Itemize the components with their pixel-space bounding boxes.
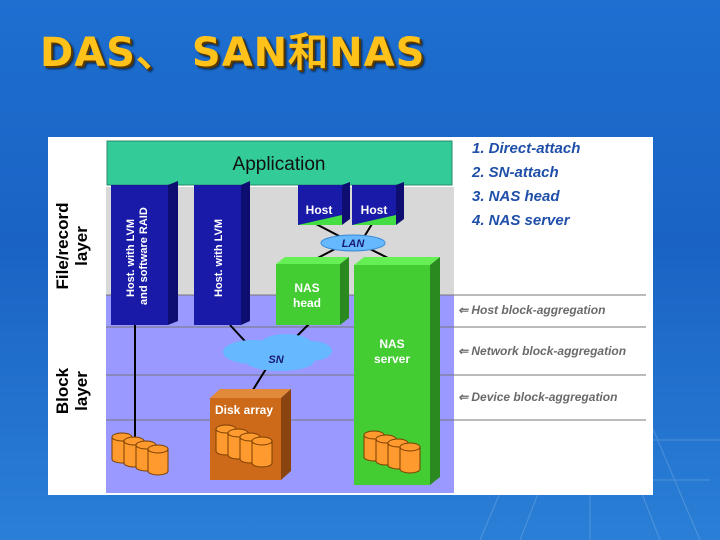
host-a: Host [298,182,350,225]
host-lvm-raid-line2: and software RAID [138,207,150,305]
slide-title: DAS、 SAN和NAS [40,30,426,76]
link-hostB-lan [363,223,373,238]
nas-server-line1: NAS [379,337,404,351]
legend-nas-server: 4. NAS server [472,212,570,229]
host-b-label: Host [361,203,388,217]
disk-array-label: Disk array [215,403,273,417]
lan-cloud: LAN [320,234,386,252]
host-a-label: Host [306,203,333,217]
file-record-layer-line1: File/record [53,202,72,290]
nas-head-line2: head [293,296,321,310]
disk-group-array [215,424,273,468]
nas-head: NAS head [276,257,349,325]
host-lvm-raid: Host. with LVM and software RAID [111,181,178,325]
block-layer-line2: layer [72,371,91,411]
application-label: Application [233,154,326,175]
application-box [106,140,453,186]
nas-server-line2: server [374,352,410,366]
network-block-aggregation-label: ⇐ Network block-aggregation [458,344,627,358]
file-record-layer-line2: layer [72,226,91,266]
block-layer-line1: Block [53,367,72,415]
legend-nas-head: 3. NAS head [472,188,560,205]
disk-group-nas-server [363,430,421,474]
sn-cloud: SN [223,334,332,371]
sn-label: SN [268,354,284,366]
host-lvm-label: Host. with LVM [213,219,225,297]
lan-label: LAN [342,238,366,250]
link-hostA-lan [315,223,342,238]
host-block-aggregation-label: ⇐ Host block-aggregation [458,303,606,317]
host-lvm: Host. with LVM [194,181,250,325]
file-record-layer-label: File/record layer [53,186,95,306]
nas-server: NAS server [354,257,440,485]
host-lvm-raid-line1: Host. with LVM [125,219,137,297]
nas-head-line1: NAS [294,281,319,295]
block-layer-label: Block layer [53,357,95,425]
disk-group-direct [111,432,169,476]
diagram-panel: Application Host. with LVM and software … [48,137,653,495]
device-block-aggregation-label: ⇐ Device block-aggregation [458,390,618,404]
host-b: Host [352,182,404,225]
legend: 1. Direct-attach 2. SN-attach 3. NAS hea… [472,137,652,233]
legend-sn-attach: 2. SN-attach [472,164,559,181]
storage-architecture-diagram: Application Host. with LVM and software … [106,140,646,493]
legend-direct-attach: 1. Direct-attach [472,140,581,157]
